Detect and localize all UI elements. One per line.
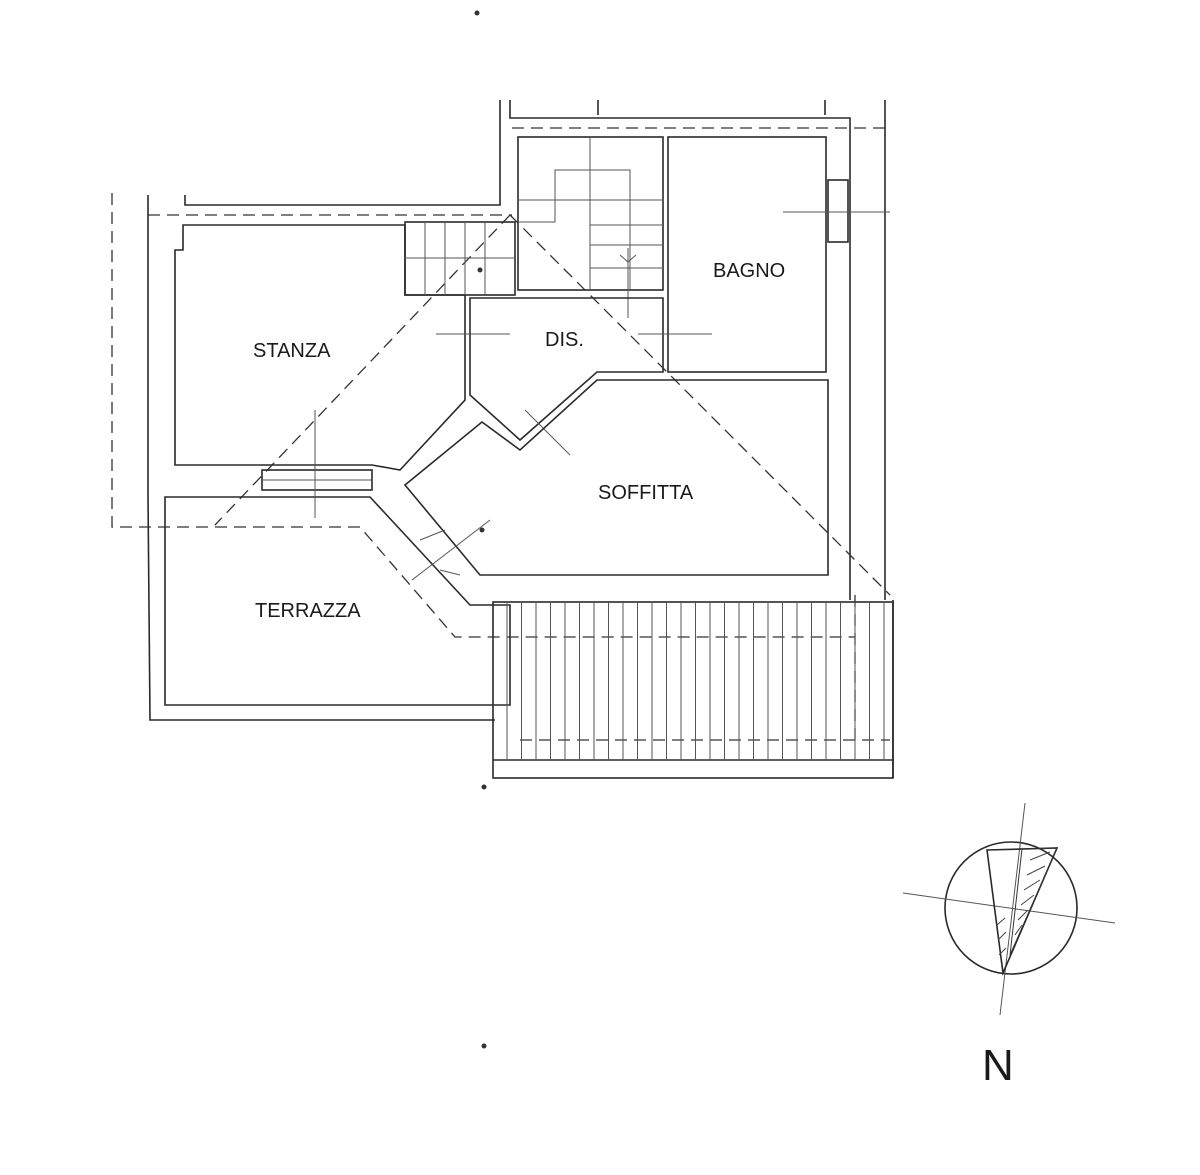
window-bagno [783,179,890,243]
deck-hatching [492,601,894,779]
room-soffitta [403,379,829,576]
label-bagno: BAGNO [713,260,785,282]
staircase [404,136,664,318]
compass-n-label: N [982,1041,1014,1090]
room-dis [469,297,664,442]
reference-dots [474,10,487,1049]
label-soffitta: SOFFITTA [598,482,694,504]
label-terrazza: TERRAZZA [255,600,361,622]
door-stanza-terrazza [261,410,373,518]
door-soffitta [411,519,491,581]
room-terrazza [164,496,511,706]
label-stanza: STANZA [253,340,331,362]
room-bagno [667,136,827,373]
north-compass-icon: N [902,802,1116,1090]
dashed-outlines [111,127,891,741]
label-dis: DIS. [545,329,584,351]
